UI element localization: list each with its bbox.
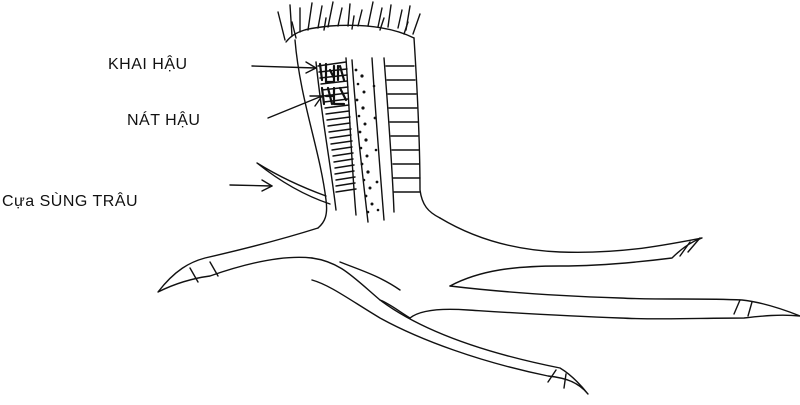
feather-tuft [278,2,420,42]
right-scale-column [384,58,420,212]
foot-and-toes [158,218,800,394]
shank-outline [295,40,327,228]
label-khai-hau: KHAI HẬU [108,56,188,73]
dotted-scale-column [354,68,380,214]
arrow-cua-sung-trau [230,180,272,191]
spur [257,163,330,204]
label-cua-sung-trau: Cựa SÙNG TRÂU [2,193,139,210]
label-nat-hau: NÁT HẬU [127,112,201,129]
arrow-nat-hau [268,96,322,118]
left-scale-column [316,58,356,215]
arrow-khai-hau [252,62,316,73]
